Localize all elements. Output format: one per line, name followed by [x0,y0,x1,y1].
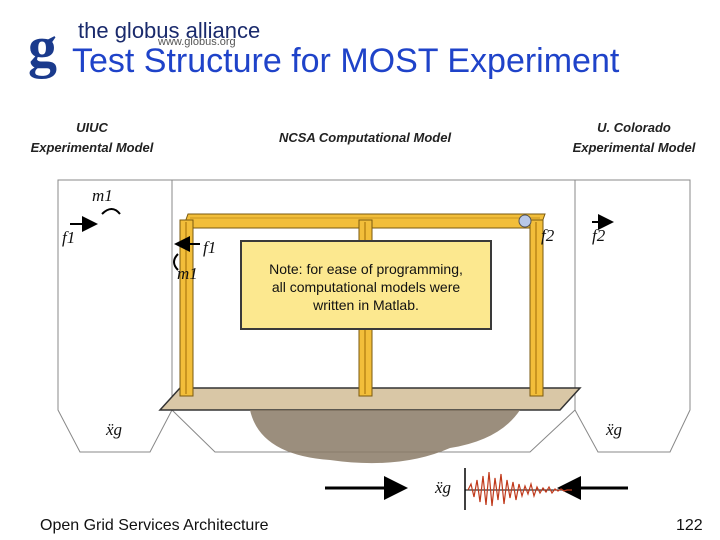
pin-joint [518,214,532,228]
uiuc-label-line2: Experimental Model [30,140,154,155]
seismogram-trace [467,471,572,507]
f1-beam-label: f1 [203,238,217,257]
page-number: 122 [676,517,703,534]
note-line2: all computational models were [271,279,461,295]
f1-left-label: f1 [62,228,76,247]
soil-blob [250,410,520,464]
colorado-label-line1: U. Colorado [597,120,671,135]
uiuc-module-outline [57,179,173,453]
colorado-label: U. Colorado Experimental Model [560,118,708,158]
globus-logo-mark: g [28,14,57,79]
xg-bottom-label: ẍg [435,478,452,497]
uiuc-label-line1: UIUC [76,120,108,135]
footer-text: Open Grid Services Architecture [40,517,269,534]
note-box: Note: for ease of programming, all compu… [240,240,492,330]
note-line1: Note: for ease of programming, [269,261,463,277]
m1-beam-label: m1 [177,264,198,283]
xg-right-label: ẍg [606,420,623,439]
slide-title: Test Structure for MOST Experiment [72,42,620,80]
xg-left-label: ẍg [106,420,123,439]
globus-logo-name: the globus alliance [78,18,261,43]
m1-left-arc [101,208,121,215]
ground-slab [158,387,582,411]
m1-left-label: m1 [92,186,113,205]
f2-beam-label: f2 [541,226,555,245]
ncsa-label: NCSA Computational Model [278,130,452,145]
note-line3: written in Matlab. [313,297,419,313]
colorado-label-line2: Experimental Model [572,140,696,155]
m1-beam-arc [173,253,179,271]
uiuc-label: UIUC Experimental Model [30,118,154,158]
globus-logo-url: www.globus.org [158,36,236,48]
f2-right-label: f2 [592,226,606,245]
colorado-module-outline [574,179,691,453]
